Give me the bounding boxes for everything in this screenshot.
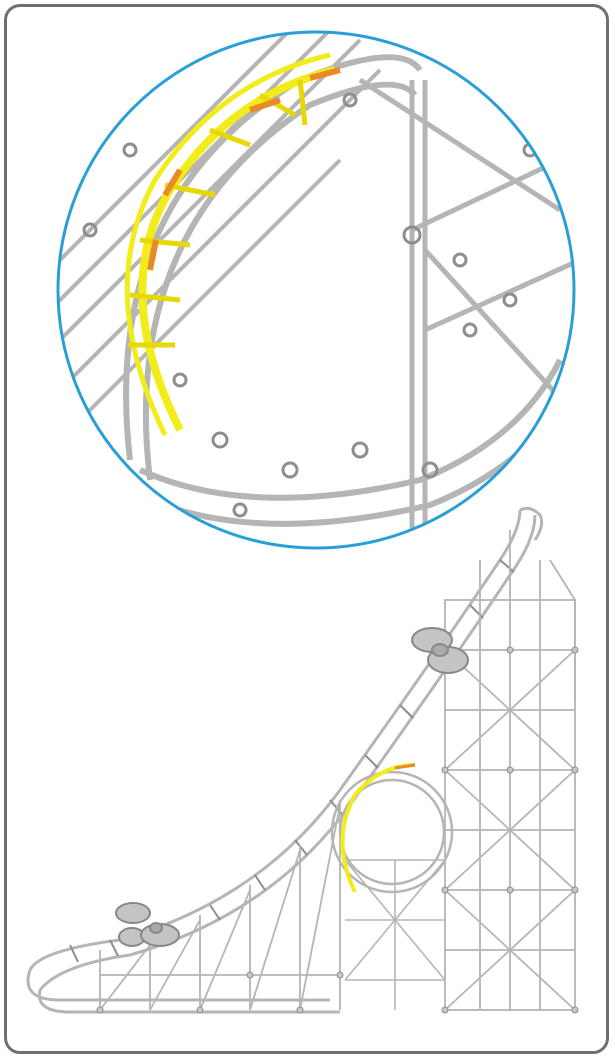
loop-highlight xyxy=(340,763,416,893)
zoom-diagonal-rails xyxy=(58,32,382,422)
zoom-circle-outline xyxy=(56,30,576,550)
zoom-orange-clips xyxy=(147,67,341,271)
main-track xyxy=(26,506,544,1014)
support-tower xyxy=(444,530,576,1011)
coaster-car-top xyxy=(411,627,469,674)
zoom-connectors xyxy=(82,92,538,518)
zoom-tower xyxy=(358,77,574,540)
zoom-callout xyxy=(56,30,576,550)
zoom-detail-structure xyxy=(58,32,574,540)
loop-structure xyxy=(330,770,454,894)
zoom-highlight-track xyxy=(124,52,336,437)
main-track-ties xyxy=(69,559,515,963)
ramp-truss xyxy=(99,800,341,1011)
coaster-car-bottom xyxy=(115,902,180,947)
full-coaster xyxy=(26,506,579,1014)
